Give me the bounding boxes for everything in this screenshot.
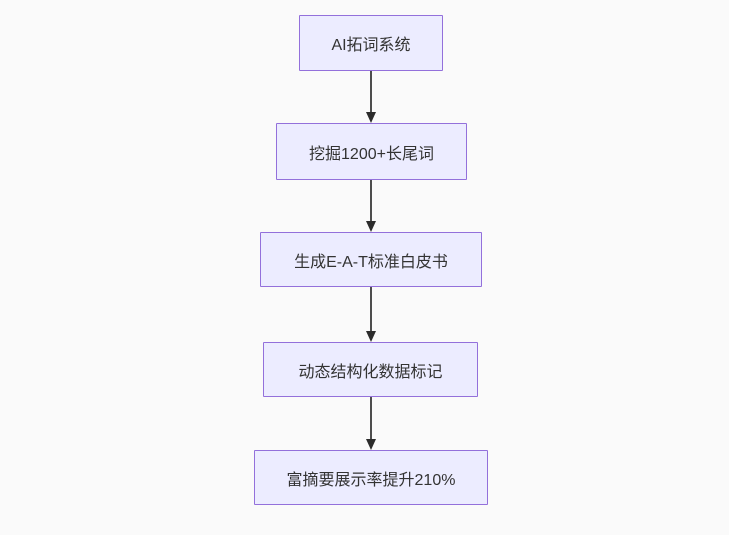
node-label: 动态结构化数据标记 — [298, 363, 443, 381]
arrow-line — [370, 287, 372, 331]
arrow-line — [370, 397, 372, 439]
node-label: 挖掘1200+长尾词 — [309, 145, 434, 163]
arrow-down-icon — [366, 439, 376, 450]
flow-arrow-3 — [364, 287, 378, 342]
arrow-down-icon — [366, 221, 376, 232]
flow-arrow-4 — [364, 397, 378, 450]
node-label: 生成E-A-T标准白皮书 — [294, 253, 448, 271]
flowchart-node-longtail-mining: 挖掘1200+长尾词 — [276, 123, 467, 180]
flow-arrow-2 — [364, 180, 378, 232]
arrow-line — [370, 71, 372, 112]
flowchart-node-eat-whitepaper: 生成E-A-T标准白皮书 — [260, 232, 482, 287]
node-label: 富摘要展示率提升210% — [286, 471, 456, 489]
arrow-down-icon — [366, 112, 376, 123]
node-label: AI拓词系统 — [331, 37, 411, 54]
arrow-line — [370, 180, 372, 221]
flowchart-node-rich-snippet-result: 富摘要展示率提升210% — [254, 450, 488, 505]
flow-arrow-1 — [364, 71, 378, 123]
flowchart-node-ai-word-system: AI拓词系统 — [299, 15, 443, 71]
flowchart-node-structured-data: 动态结构化数据标记 — [263, 342, 478, 397]
arrow-down-icon — [366, 331, 376, 342]
